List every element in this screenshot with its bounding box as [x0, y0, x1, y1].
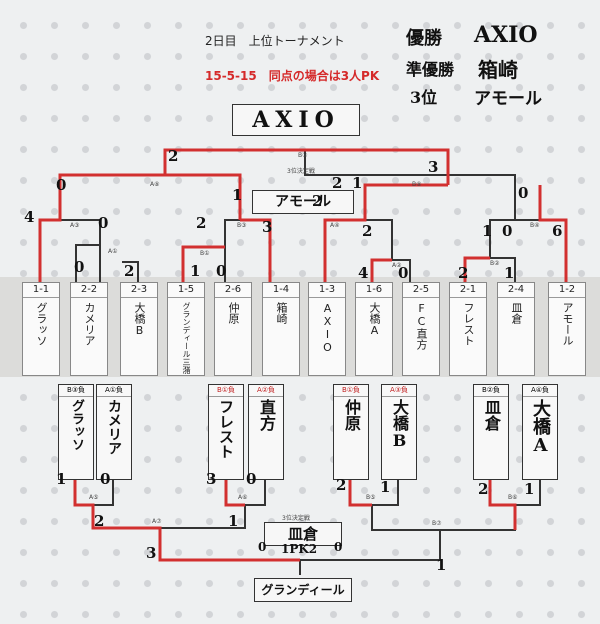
lower-team-card: A①負カメリア [96, 384, 132, 480]
label-a7: A⑦ [152, 518, 162, 525]
label-b6: B⑥ [508, 494, 518, 501]
score-l2-r: 0 [246, 470, 257, 488]
rule-note: 15-5-15 同点の場合は3人PK [205, 69, 380, 83]
lower-team-card: A③負大橋B [381, 384, 417, 480]
label-b3: B③ [237, 222, 247, 229]
champion-label: 優勝 [406, 28, 442, 49]
score-r1d-r: 1 [504, 264, 515, 282]
score-r1b-l: 1 [190, 262, 201, 280]
label-a1: A① [108, 248, 118, 255]
score-lf-r: 1 [436, 556, 447, 574]
third-label: 3位 [410, 88, 438, 107]
score-l1-r: 0 [100, 470, 111, 488]
lower-champion: グランディール [261, 583, 345, 597]
score-r1d-l: 2 [458, 264, 469, 282]
score-qa-r: 0 [98, 214, 109, 232]
score-r1a-l: 0 [74, 258, 85, 276]
score-qd-l: 0 [502, 222, 513, 240]
score-l6-r: 0 [334, 540, 343, 554]
score-r1c-l: 4 [358, 264, 369, 282]
third-place-box: アモール [252, 190, 354, 214]
score-l1-l: 1 [56, 470, 67, 488]
lower-final-pk: 1PK2 [281, 542, 318, 556]
label-b1: B① [200, 250, 210, 257]
third-place-winner: アモール [275, 194, 331, 210]
lower-team-card: B①負フレスト [208, 384, 244, 480]
score-qb-r: 3 [262, 218, 273, 236]
label-a5: A⑤ [89, 494, 99, 501]
score-l5-l: 2 [94, 512, 105, 530]
score-l3-l: 2 [336, 476, 347, 494]
label-b2: B② [490, 260, 500, 267]
lower-champion-box: グランディール [254, 578, 352, 602]
champion-name: AXIO [474, 22, 538, 48]
lower-team-card: B②負皿倉 [473, 384, 509, 480]
label-b8: B⑧ [412, 181, 422, 188]
lower-team-card: A④負大橋A [522, 384, 558, 480]
label-b4: B④ [530, 222, 540, 229]
tournament-title: 2日目 上位トーナメント [205, 34, 345, 48]
label-a8: A⑧ [150, 181, 160, 188]
score-third-l: 2 [332, 174, 343, 192]
lower-team-card: A②負直方 [248, 384, 284, 480]
score-lf-l: 3 [146, 544, 157, 562]
score-l5-r: 1 [228, 512, 239, 530]
final-winner-name: AXIO [252, 107, 340, 133]
score-l6-l: 0 [258, 540, 267, 554]
label-a3: A③ [70, 222, 80, 229]
score-sf-right-l: 2 [312, 192, 323, 210]
score-r1c-r: 0 [398, 264, 409, 282]
score-final-right: 3 [428, 158, 439, 176]
final-winner-box: AXIO [232, 104, 360, 136]
score-qb-l: 2 [196, 214, 207, 232]
score-qc-r: 1 [482, 222, 493, 240]
score-sf-left-l: 0 [56, 176, 67, 194]
lower-final-winner-box: 皿倉 [264, 522, 342, 546]
score-qd-r: 6 [552, 222, 563, 240]
lower-team-card: B③負グラッソ [58, 384, 94, 480]
score-third-r: 1 [352, 174, 363, 192]
score-l4-l: 2 [478, 480, 489, 498]
label-third-top: 3位決定戦 [287, 168, 315, 175]
runnerup-name: 箱崎 [478, 58, 518, 82]
score-l2-l: 3 [206, 470, 217, 488]
label-a6: A⑥ [238, 494, 248, 501]
score-final-left: 2 [168, 147, 179, 165]
score-r1b-r: 0 [216, 262, 227, 280]
runnerup-label: 準優勝 [406, 60, 455, 79]
label-a4: A④ [330, 222, 340, 229]
label-third-bottom: 3位決定戦 [282, 515, 310, 522]
score-sf-right-r: 0 [518, 184, 529, 202]
score-qa-l: 4 [24, 208, 35, 226]
lower-team-card: B①負仲原 [333, 384, 369, 480]
score-qc-l: 2 [362, 222, 373, 240]
score-l4-r: 1 [524, 480, 535, 498]
lower-final-winner: 皿倉 [287, 525, 318, 543]
score-l3-r: 1 [380, 478, 391, 496]
label-b7: B⑦ [432, 520, 442, 527]
label-a2: A② [392, 262, 402, 269]
third-name: アモール [474, 89, 542, 109]
label-b9: B⑨ [298, 152, 308, 159]
label-b5: B⑤ [366, 494, 376, 501]
score-r1a-r: 2 [124, 262, 135, 280]
score-sf-left-r: 1 [232, 186, 243, 204]
